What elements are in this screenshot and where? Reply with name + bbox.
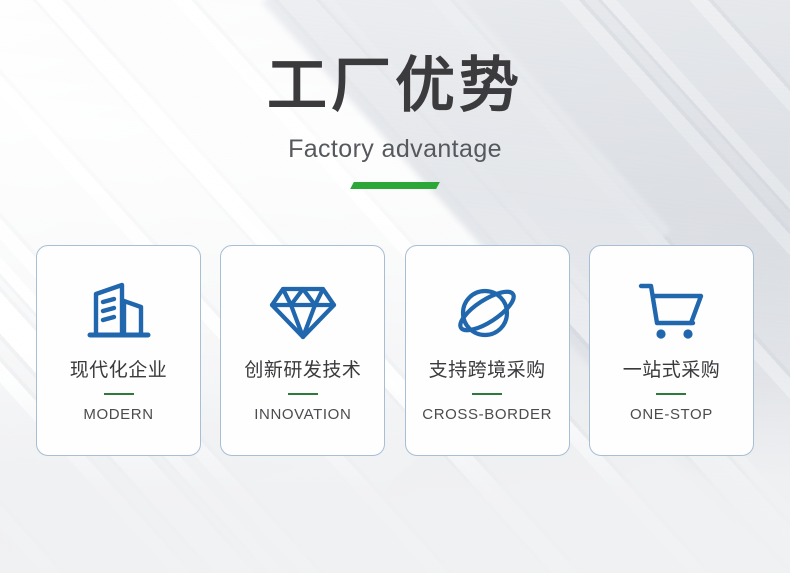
card-title-cn: 一站式采购	[622, 359, 721, 381]
advantage-card-list: 现代化企业 MODERN 创新研发技术 INNOVATION	[36, 245, 754, 456]
card-title-en: CROSS-BORDER	[422, 406, 553, 423]
green-slanted-bar	[350, 182, 440, 189]
advantage-card-one-stop[interactable]: 一站式采购 ONE-STOP	[588, 245, 754, 456]
card-title-cn: 支持跨境采购	[428, 359, 546, 381]
card-title-en: ONE-STOP	[630, 406, 713, 423]
advantage-card-innovation[interactable]: 创新研发技术 INNOVATION	[220, 245, 386, 456]
card-green-rule	[656, 393, 687, 395]
advantage-card-cross-border[interactable]: 支持跨境采购 CROSS-BORDER	[404, 245, 570, 456]
card-title-en: MODERN	[83, 406, 154, 423]
card-title-en: INNOVATION	[254, 406, 352, 423]
card-title-cn: 创新研发技术	[244, 359, 362, 381]
banner-header: 工厂优势 Factory advantage	[0, 52, 790, 192]
page-subtitle: Factory advantage	[288, 135, 502, 163]
card-green-rule	[103, 393, 134, 395]
diamond-icon	[269, 272, 337, 350]
shopping-cart-icon	[637, 272, 705, 350]
advantage-card-modern[interactable]: 现代化企业 MODERN	[36, 245, 201, 456]
page-title: 工厂优势	[267, 51, 523, 121]
planet-globe-icon	[454, 272, 520, 350]
card-title-cn: 现代化企业	[69, 359, 168, 381]
card-green-rule	[472, 393, 503, 395]
card-green-rule	[287, 393, 318, 395]
office-building-icon	[86, 272, 152, 350]
header-divider	[0, 182, 790, 192]
